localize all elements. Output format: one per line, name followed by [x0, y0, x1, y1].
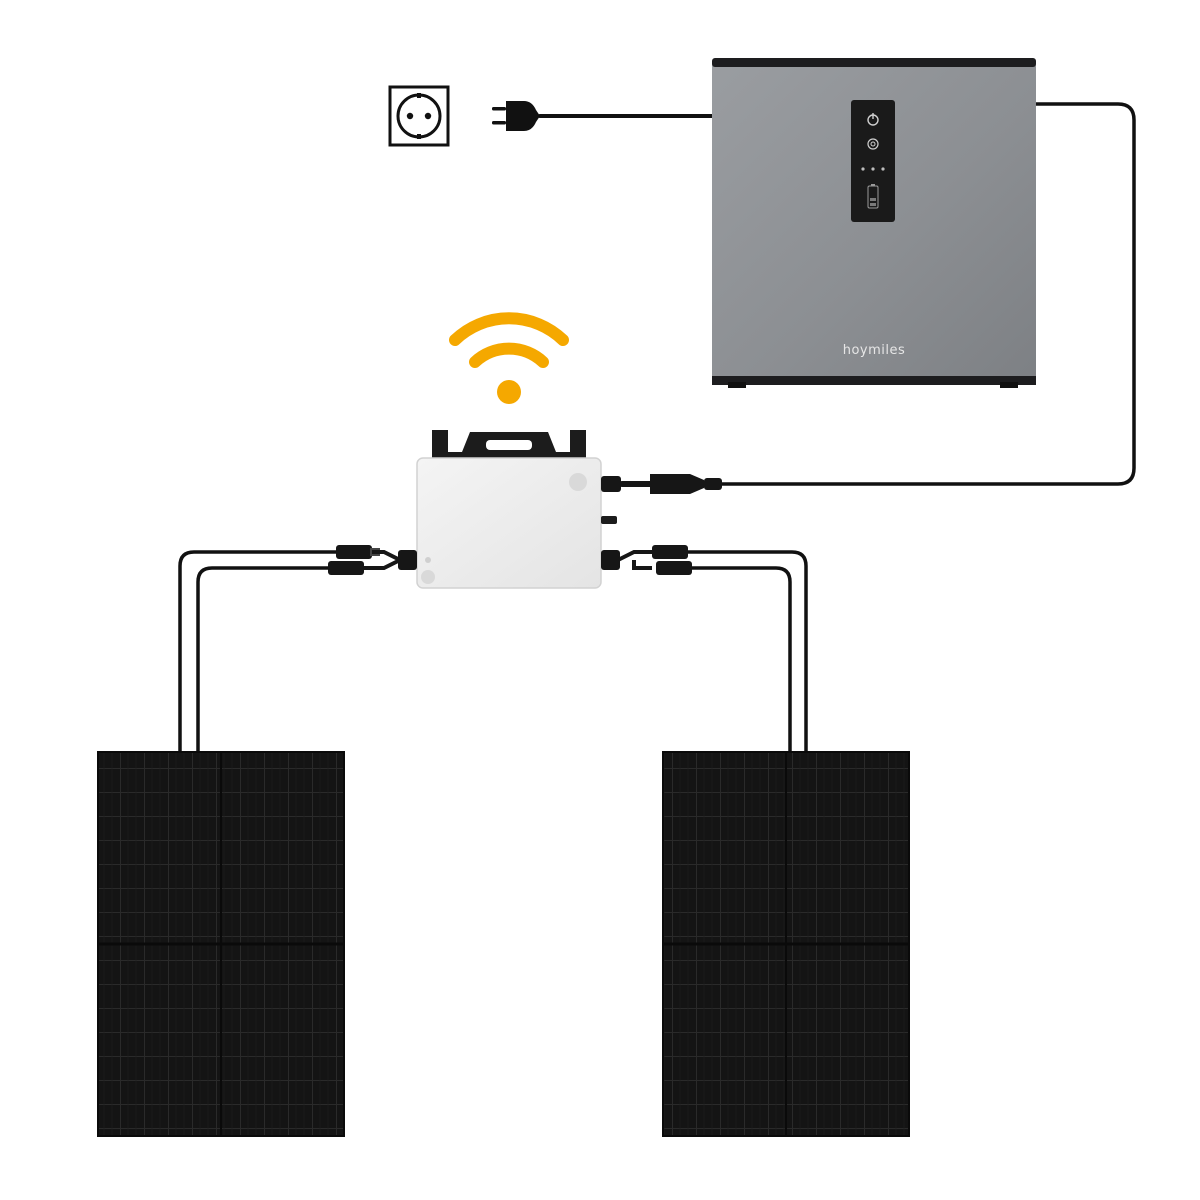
inverter-antenna — [601, 516, 617, 524]
micro-inverter — [328, 430, 722, 589]
left-panel-cable-b — [196, 566, 342, 754]
battery-unit: hoymiles — [712, 58, 1036, 388]
battery-level-icon — [867, 184, 879, 209]
solar-panel-left — [97, 751, 345, 1137]
wifi-icon — [449, 312, 569, 404]
right-panel-cable-b — [686, 566, 792, 754]
right-panel-cable-a — [686, 550, 808, 754]
battery-bottom-rail — [712, 376, 1036, 385]
ac-output-connector — [601, 474, 722, 494]
left-dc-connectors — [328, 545, 417, 575]
solar-panel-right — [662, 751, 910, 1137]
pairing-button-icon[interactable] — [867, 138, 879, 150]
battery-control-panel — [851, 100, 895, 222]
battery-brand-logo: hoymiles — [843, 343, 906, 358]
cables — [178, 102, 1136, 754]
wall-socket-icon — [388, 85, 450, 147]
battery-to-inverter-cable — [718, 102, 1136, 486]
battery-foot-left — [728, 382, 746, 388]
right-dc-connectors — [601, 545, 692, 575]
left-panel-cable-a — [178, 550, 342, 754]
battery-foot-right — [1000, 382, 1018, 388]
inverter-body — [416, 457, 602, 589]
status-indicator-icons — [861, 167, 885, 171]
power-icon[interactable] — [867, 113, 879, 126]
plug-icon — [492, 101, 540, 131]
battery-top-rail — [712, 58, 1036, 67]
